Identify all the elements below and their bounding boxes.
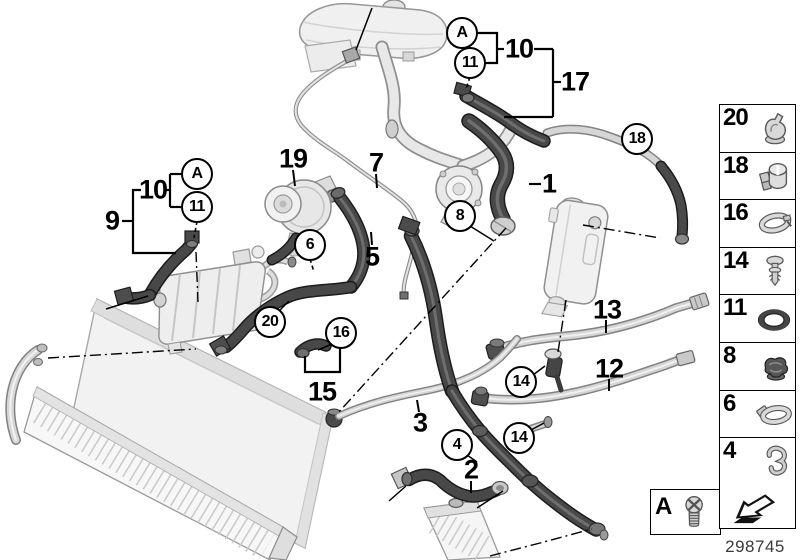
vent-line <box>296 46 417 300</box>
callout-20-circled[interactable]: 20 <box>254 306 286 338</box>
holder-clamp-icon <box>756 156 794 196</box>
back-arrow-icon <box>728 488 786 526</box>
expanding-rivet-icon <box>756 251 794 291</box>
legend-item-4[interactable]: 4 <box>720 437 795 486</box>
callout-12[interactable]: 12 <box>594 353 624 384</box>
diagram-part-number: 298745 <box>725 537 785 556</box>
callout-5[interactable]: 5 <box>364 241 380 272</box>
engine-oil-cooler <box>423 497 501 560</box>
callout-18-circled[interactable]: 18 <box>621 123 653 155</box>
transmission-oil-cooler <box>153 245 297 355</box>
callout-7[interactable]: 7 <box>368 147 384 178</box>
callout-A-circled[interactable]: A <box>446 17 478 49</box>
callout-11-circled[interactable]: 11 <box>454 47 486 79</box>
coolant-pipe-13 <box>485 292 710 360</box>
pipe-clip-icon <box>756 108 794 148</box>
callout-2[interactable]: 2 <box>463 454 479 485</box>
callout-6-circled[interactable]: 6 <box>294 229 326 261</box>
legend-item-14[interactable]: 14 <box>720 246 795 296</box>
callout-11-circled[interactable]: 11 <box>181 191 213 223</box>
callout-4-circled[interactable]: 4 <box>441 429 473 461</box>
legend-item-8[interactable]: 8 <box>720 341 795 391</box>
callout-13[interactable]: 13 <box>592 294 622 325</box>
legend-item-label: 8 <box>723 341 736 369</box>
drain-valve <box>544 348 564 393</box>
coolant-hose-18 <box>547 129 690 245</box>
legend-bolt-label: A <box>655 493 672 520</box>
legend-item-6[interactable]: 6 <box>720 389 795 439</box>
legend-item-label: 20 <box>723 104 749 131</box>
legend-item-label: 16 <box>723 199 749 227</box>
radiator <box>68 297 343 550</box>
holder-icon <box>756 346 794 386</box>
callout-A-circled[interactable]: A <box>181 158 213 190</box>
screw-icon <box>677 493 713 531</box>
screw-hose-clamp-icon <box>754 394 794 434</box>
legend-item-label: 4 <box>723 437 736 465</box>
callout-16-circled[interactable]: 16 <box>325 317 357 349</box>
pipe-stub-14 <box>515 416 553 435</box>
legend-nav-cell[interactable] <box>720 486 795 528</box>
callout-8-circled[interactable]: 8 <box>444 200 476 232</box>
left-coolant-pipe <box>10 343 48 440</box>
callout-3[interactable]: 3 <box>412 407 428 438</box>
tank-to-thermostat-hose <box>382 47 511 166</box>
expansion-tank <box>298 0 448 73</box>
callout-10[interactable]: 10 <box>504 33 534 64</box>
legend-item-11[interactable]: 11 <box>720 294 795 343</box>
callout-17[interactable]: 17 <box>560 66 590 97</box>
callout-10[interactable]: 10 <box>138 174 168 205</box>
fittings-and-clamps <box>113 81 609 541</box>
legend-item-18[interactable]: 18 <box>720 151 795 201</box>
legend-item-label: 18 <box>723 151 749 179</box>
callout-9[interactable]: 9 <box>104 205 120 236</box>
legend-item-16[interactable]: 16 <box>720 199 795 248</box>
hose-clamp-icon <box>756 203 794 243</box>
legend-item-label: 6 <box>723 389 736 417</box>
callout-1[interactable]: 1 <box>541 168 557 199</box>
callout-14-circled[interactable]: 14 <box>503 422 535 454</box>
o-ring-icon <box>754 299 794 339</box>
legend-item-label: 14 <box>723 246 749 274</box>
callout-14-circled[interactable]: 14 <box>505 366 537 398</box>
legend-bolt-cell[interactable]: A <box>650 489 721 535</box>
leader-lines <box>47 7 661 557</box>
coolant-pipe-12 <box>470 349 696 407</box>
legend-sidebar: 20 18 16 14 11 8 6 4 <box>719 104 796 529</box>
auxiliary-radiator <box>23 386 298 560</box>
legend-item-label: 11 <box>723 294 747 322</box>
callout-15[interactable]: 15 <box>307 376 337 407</box>
hose-clip-icon <box>756 442 794 482</box>
legend-item-20[interactable]: 20 <box>720 104 795 153</box>
callout-19[interactable]: 19 <box>278 143 308 174</box>
